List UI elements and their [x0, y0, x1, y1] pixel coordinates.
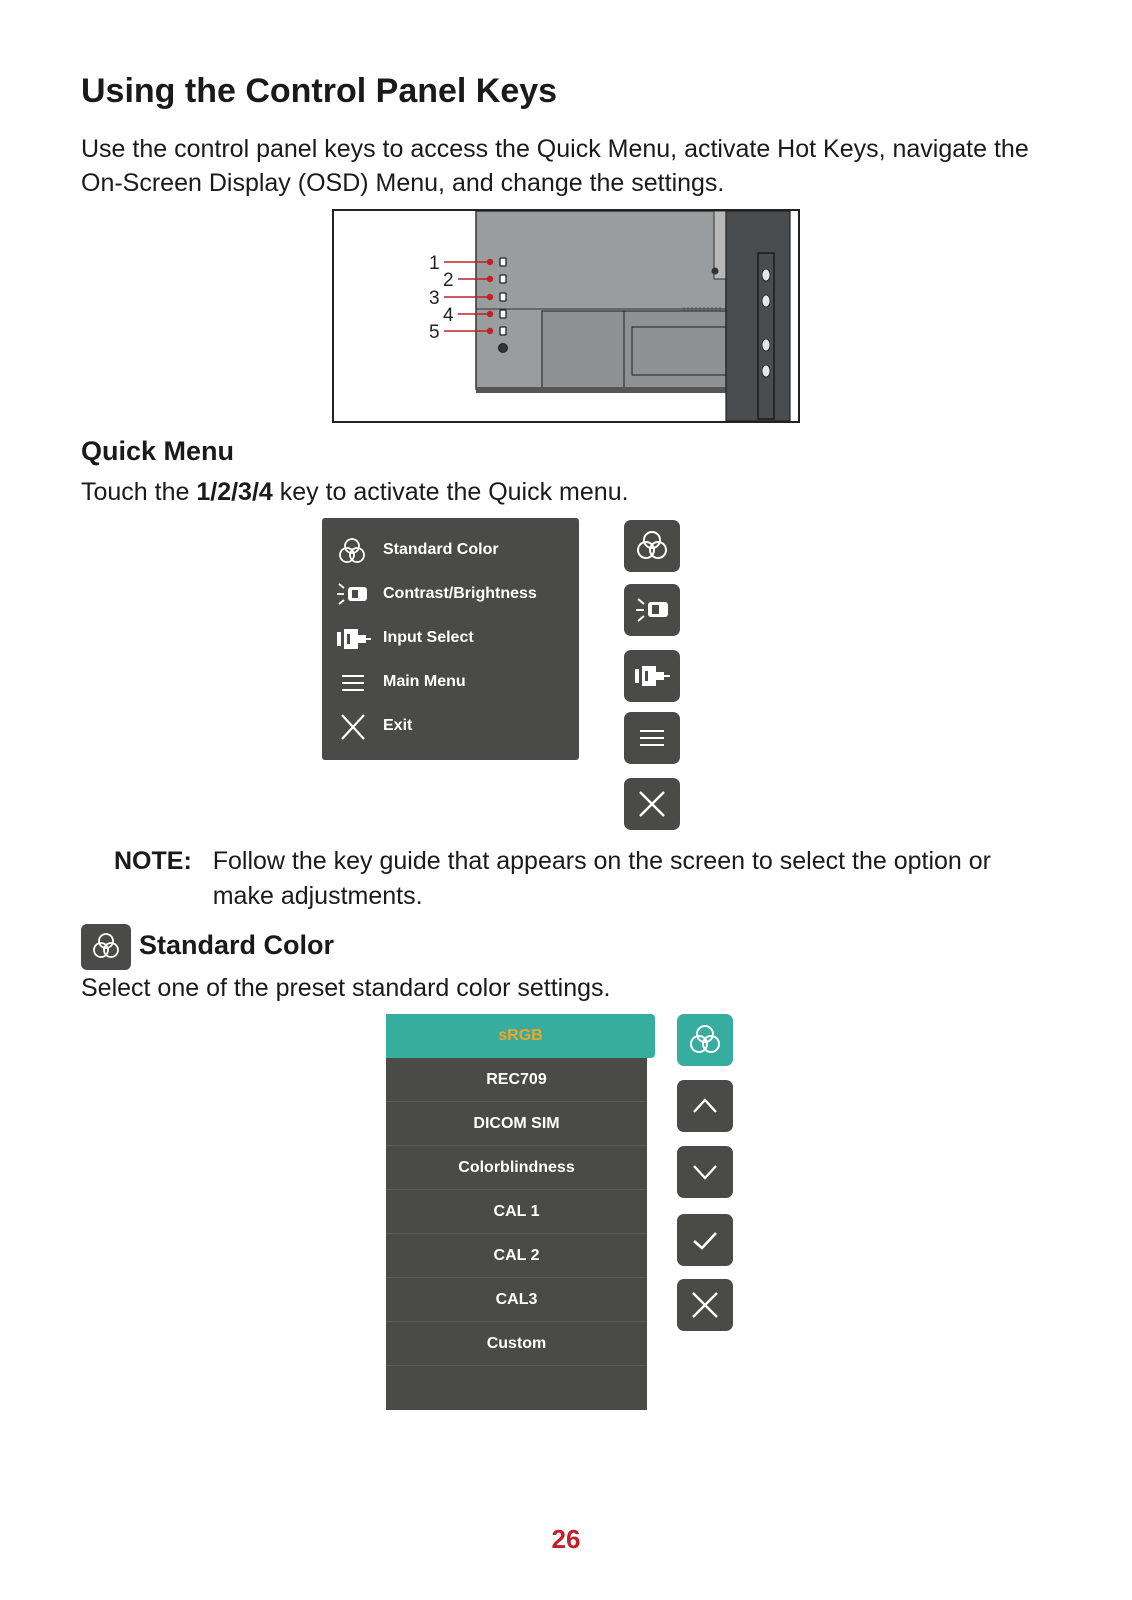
color-circles-icon: [93, 933, 119, 958]
standard-color-option-dicom-sim[interactable]: DICOM SIM: [386, 1102, 647, 1146]
chevron-down-icon: [693, 1165, 717, 1180]
quick-menu-label: Main Menu: [383, 673, 466, 690]
standard-color-list-padding: [386, 1366, 647, 1410]
quick-menu-panel: Standard Color Contrast/Brightness Input…: [322, 518, 579, 760]
instruction-text: Touch the: [81, 478, 197, 506]
menu-lines-icon: [640, 730, 664, 746]
color-circles-icon: [690, 1025, 720, 1053]
key-standard-color[interactable]: [624, 520, 680, 572]
key-up[interactable]: [677, 1080, 733, 1132]
monitor-back-illustration: 1 2 3 4 5: [429, 210, 791, 422]
color-circles-icon: [637, 531, 667, 559]
page-title: Using the Control Panel Keys: [81, 72, 558, 110]
callout-5: 5: [429, 322, 440, 343]
standard-color-heading: Standard Color: [139, 930, 335, 960]
close-icon: [639, 791, 665, 817]
quick-menu-item-main-menu[interactable]: Main Menu: [322, 660, 579, 704]
callout-4: 4: [443, 305, 454, 326]
key-contrast-brightness[interactable]: [624, 584, 680, 636]
quick-menu-label: Contrast/Brightness: [383, 585, 537, 602]
standard-color-option-colorblindness[interactable]: Colorblindness: [386, 1146, 647, 1190]
input-plug-icon: [635, 666, 670, 686]
quick-menu-label: Input Select: [383, 629, 474, 646]
close-icon: [341, 714, 365, 740]
standard-color-option-cal2[interactable]: CAL 2: [386, 1234, 647, 1278]
note-text: Follow the key guide that appears on the…: [212, 847, 991, 910]
page-number: 26: [551, 1524, 581, 1554]
color-circles-icon: [339, 538, 365, 563]
quick-menu-label: Standard Color: [383, 541, 499, 558]
quick-menu-item-standard-color[interactable]: Standard Color: [322, 528, 579, 572]
instruction-keys: 1/2/3/4: [196, 478, 273, 506]
contrast-brightness-icon: [337, 583, 367, 605]
standard-color-heading-icon: [81, 924, 131, 970]
note-label: NOTE:: [114, 847, 192, 875]
menu-lines-icon: [342, 675, 364, 691]
callout-2: 2: [443, 270, 454, 291]
standard-color-option-cal1[interactable]: CAL 1: [386, 1190, 647, 1234]
standard-color-option-cal3[interactable]: CAL3: [386, 1278, 647, 1322]
note: NOTE: Follow the key guide that appears …: [114, 844, 1044, 914]
chevron-up-icon: [693, 1098, 717, 1113]
check-icon: [693, 1232, 717, 1250]
standard-color-option-custom[interactable]: Custom: [386, 1322, 647, 1366]
key-standard-color-active[interactable]: [677, 1014, 733, 1066]
monitor-diagram: 1 2 3 4 5: [332, 209, 800, 423]
key-input-select[interactable]: [624, 650, 680, 702]
contrast-brightness-icon: [636, 598, 668, 622]
quick-menu-instruction: Touch the 1/2/3/4 key to activate the Qu…: [81, 478, 629, 507]
quick-menu-heading: Quick Menu: [81, 436, 235, 466]
instruction-text-end: key to activate the Quick menu.: [272, 478, 629, 506]
key-exit-standard-color[interactable]: [677, 1279, 733, 1331]
quick-menu-item-exit[interactable]: Exit: [322, 704, 579, 748]
key-exit[interactable]: [624, 778, 680, 830]
quick-menu-item-input-select[interactable]: Input Select: [322, 616, 579, 660]
intro-paragraph: Use the control panel keys to access the…: [81, 135, 1029, 197]
key-main-menu[interactable]: [624, 712, 680, 764]
quick-menu-label: Exit: [383, 717, 413, 734]
standard-color-description: Select one of the preset standard color …: [81, 974, 611, 1002]
callout-3: 3: [429, 288, 440, 309]
standard-color-option-rec709[interactable]: REC709: [386, 1058, 647, 1102]
callout-1: 1: [429, 253, 440, 274]
close-icon: [692, 1292, 718, 1318]
quick-menu-item-contrast-brightness[interactable]: Contrast/Brightness: [322, 572, 579, 616]
key-confirm[interactable]: [677, 1214, 733, 1266]
standard-color-option-srgb[interactable]: sRGB: [386, 1014, 655, 1058]
input-plug-icon: [337, 629, 371, 649]
key-down[interactable]: [677, 1146, 733, 1198]
